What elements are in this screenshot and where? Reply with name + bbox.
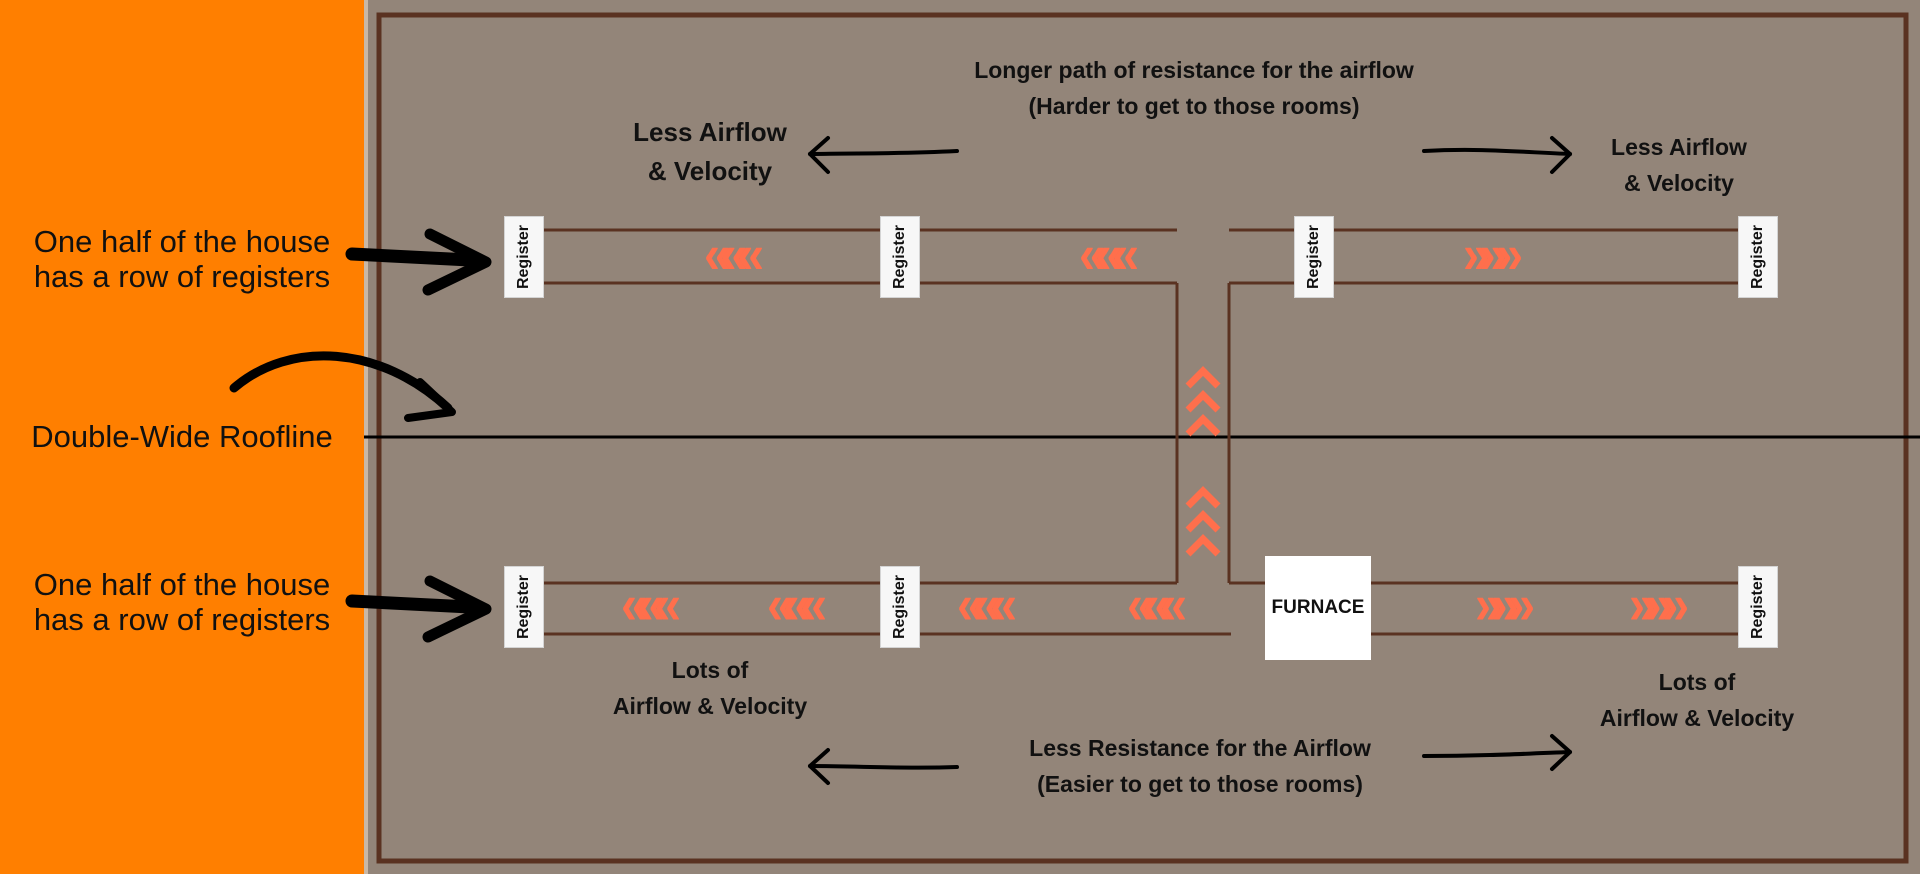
bottom-center-note: Less Resistance for the Airflow (Easier … [1029,730,1371,802]
top-left-note-line-1: Less Airflow [633,117,787,147]
chevron-left-icon: ««« [1078,224,1139,286]
trunk-duct [1175,283,1231,583]
bottom-duct [543,581,1741,636]
register-label: Register [891,574,908,640]
chevron-left-icon: ««« [956,574,1017,636]
top-center-note: Longer path of resistance for the airflo… [974,52,1414,124]
chevron-left-icon: ««« [1126,574,1187,636]
arrow-right-icon [1422,734,1572,771]
arrow-left-icon [808,748,959,785]
top-center-note-line-2: (Harder to get to those rooms) [1028,93,1360,119]
top-right-note-line-2: & Velocity [1624,170,1734,196]
register-bottom-2: Register [880,566,920,648]
register-top-3: Register [1294,216,1334,298]
top-half-label: One half of the house has a row of regis… [0,224,364,294]
register-bottom-3: Register [1738,566,1778,648]
arrow-right-icon [1422,136,1572,174]
bottom-left-note: Lots of Airflow & Velocity [613,652,807,724]
register-label: Register [1749,224,1766,290]
register-top-4: Register [1738,216,1778,298]
bottom-half-label-line-2: has a row of registers [33,602,331,637]
bottom-left-note-line-2: Airflow & Velocity [612,693,808,719]
chevron-right-icon: »»» [1462,224,1523,286]
top-left-note: Less Airflow & Velocity [633,113,787,191]
register-top-2: Register [880,216,920,298]
register-label: Register [515,574,532,640]
bottom-center-note-line-2: (Easier to get to those rooms) [1037,771,1363,797]
top-left-note-line-2: & Velocity [647,156,773,186]
register-label: Register [515,224,532,290]
chevron-left-icon: ««« [620,574,681,636]
bottom-center-note-line-1: Less Resistance for the Airflow [1029,735,1371,761]
chevron-up-icon [1185,486,1221,557]
bottom-half-label: One half of the house has a row of regis… [0,567,364,637]
bottom-right-note-line-1: Lots of [1658,669,1736,695]
arrow-right-icon [345,575,492,643]
top-half-label-line-2: has a row of registers [33,259,331,294]
chevron-right-icon: »»» [1474,574,1535,636]
register-label: Register [891,224,908,290]
chevron-left-icon: ««« [766,574,827,636]
bottom-left-note-line-1: Lots of [671,657,749,683]
roofline-label: Double-Wide Roofline [31,419,333,454]
register-bottom-1: Register [504,566,544,648]
top-half-label-line-1: One half of the house [33,224,331,259]
register-label: Register [1305,224,1322,290]
bottom-right-note-line-2: Airflow & Velocity [1599,705,1795,731]
arrow-left-icon [808,136,959,174]
top-center-note-line-1: Longer path of resistance for the airflo… [974,57,1414,83]
chevron-right-icon: »»» [1628,574,1689,636]
bottom-right-note: Lots of Airflow & Velocity [1600,664,1794,736]
chevron-up-icon [1185,366,1221,437]
furnace-label: FURNACE [1271,597,1365,618]
arrow-right-icon [345,228,492,296]
chevron-left-icon: ««« [703,224,764,286]
top-right-note-line-1: Less Airflow [1611,134,1747,160]
bottom-half-label-line-1: One half of the house [33,567,331,602]
register-label: Register [1749,574,1766,640]
furnace-box: FURNACE [1265,556,1371,660]
register-top-1: Register [504,216,544,298]
top-right-note: Less Airflow & Velocity [1611,129,1747,201]
sidebar-panel [0,0,364,874]
curved-arrow-icon [229,351,456,422]
